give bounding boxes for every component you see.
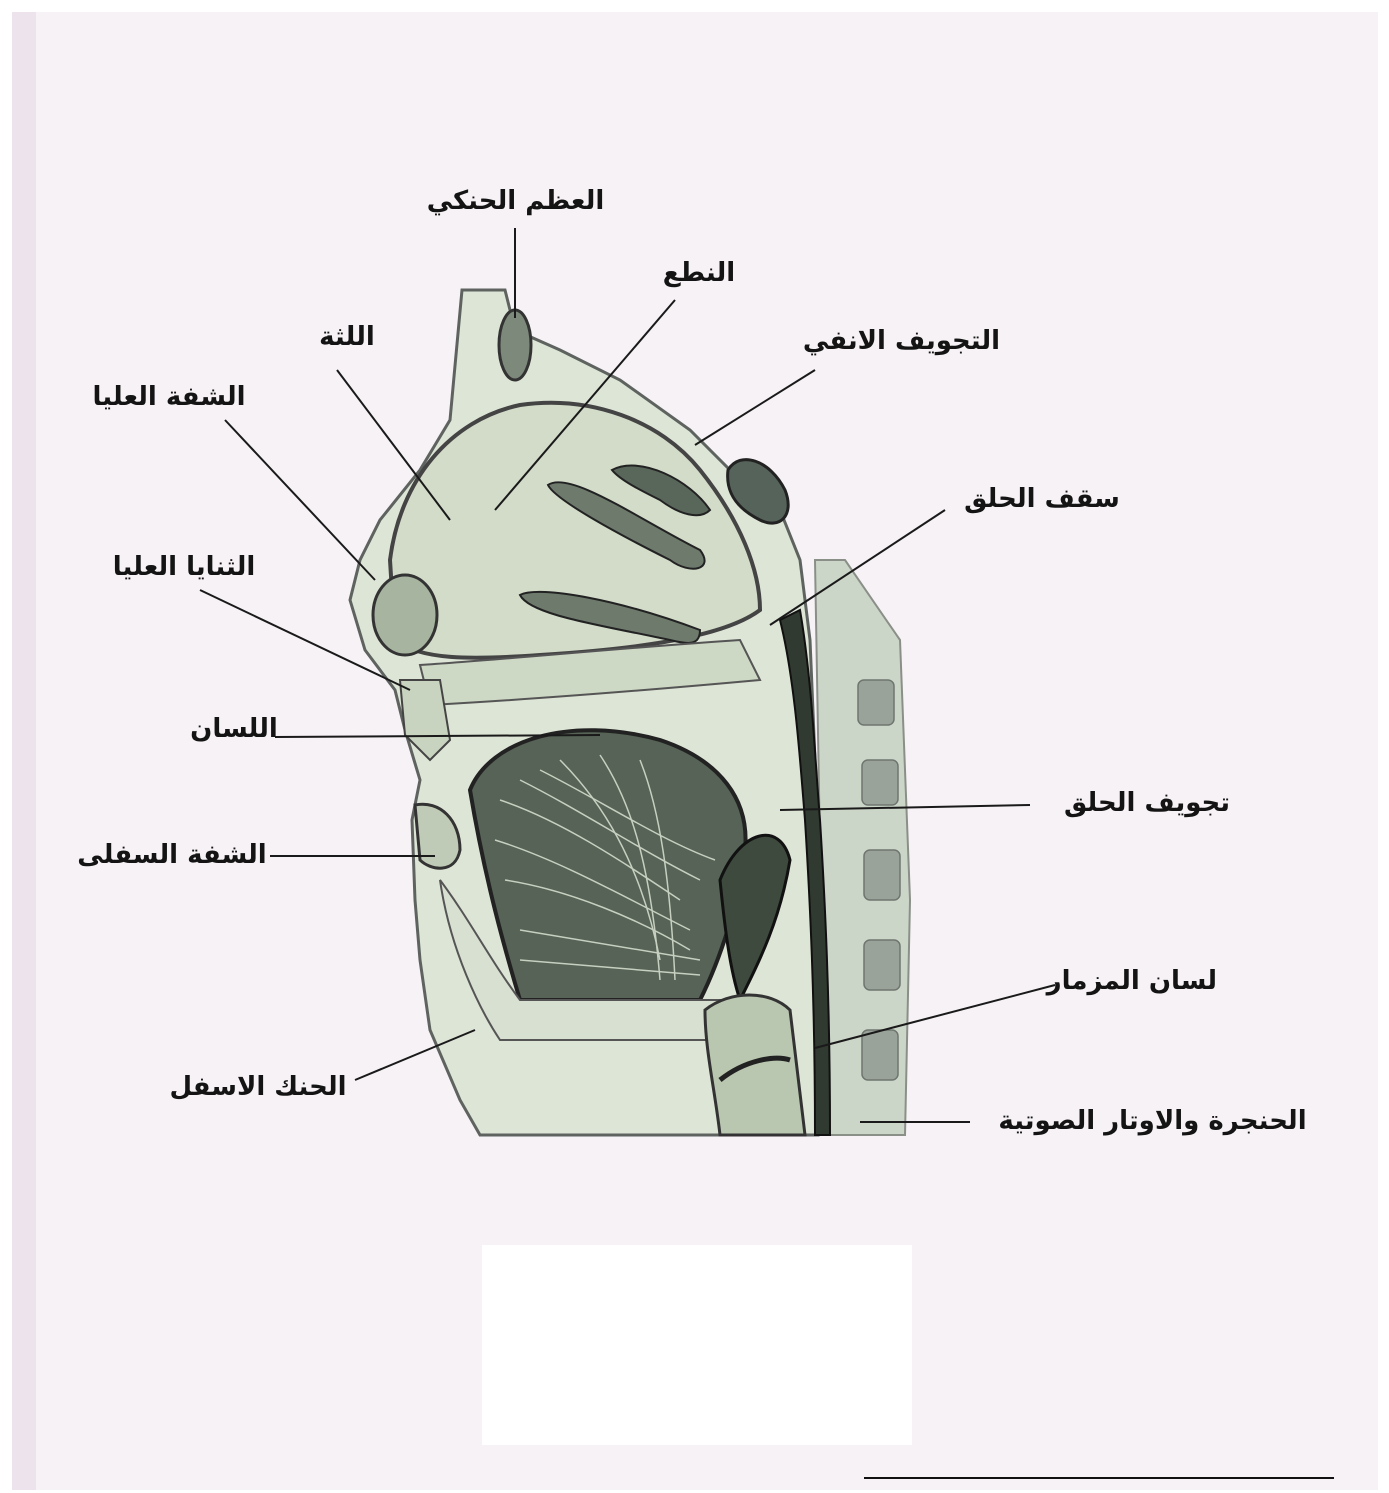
palatine-bone-shape xyxy=(499,310,531,380)
label-lower-lip: الشفة السفلى xyxy=(72,842,272,868)
label-larynx-vocal-cords: الحنجرة والاوتار الصوتية xyxy=(980,1108,1325,1134)
upper-teeth-shape xyxy=(400,680,450,760)
bottom-rule-line xyxy=(864,1477,1334,1479)
leader-nasal-cavity xyxy=(695,370,815,445)
label-tongue: اللسان xyxy=(184,716,284,742)
label-nasal-ridge: النطع xyxy=(654,260,744,286)
label-pharynx-roof: سقف الحلق xyxy=(962,486,1122,512)
label-pharyngeal-cavity: تجويف الحلق xyxy=(1042,790,1252,816)
label-upper-incisors: الثنايا العليا xyxy=(94,554,274,580)
leader-gum xyxy=(337,370,450,520)
label-palatine-bone: العظم الحنكي xyxy=(418,188,613,214)
label-gum: اللثة xyxy=(312,324,382,350)
tongue-shape xyxy=(470,730,746,1000)
page-background: العظم الحنكي النطع اللثة التجويف الانفي … xyxy=(12,12,1378,1490)
label-epiglottis: لسان المزمار xyxy=(1057,968,1217,994)
blank-caption-box xyxy=(482,1245,912,1445)
label-nasal-cavity: التجويف الانفي xyxy=(794,328,1009,354)
label-upper-lip: الشفة العليا xyxy=(84,384,254,410)
larynx-shape xyxy=(705,995,805,1135)
label-lower-jaw: الحنك الاسفل xyxy=(158,1074,358,1100)
upper-lip-shape xyxy=(373,575,437,655)
